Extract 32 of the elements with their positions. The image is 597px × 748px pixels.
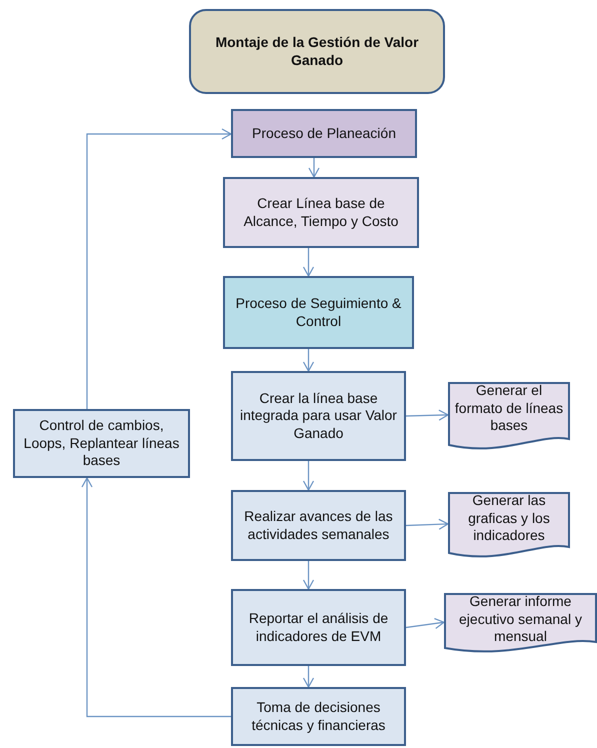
node-text: Proceso de Planeación [251,124,397,142]
arrow [302,248,314,277]
arrow [406,518,449,530]
arrow [406,618,445,630]
process-box [231,109,417,158]
arrow [302,666,314,688]
node-text: Proceso de Seguimiento & Control [234,295,402,330]
node-text: Generar las graficas y los indicadores [467,492,551,544]
node-text: Crear Línea base de Alcance, Tiempo y Costo [242,195,400,230]
arrow [86,128,232,409]
node-text: Reportar el análisis de indicadores de EVM [248,610,390,645]
arrow [302,461,314,491]
title-text: Montaje de la Gestión de Valor Ganado [214,34,420,69]
arrow [302,349,314,372]
arrow [81,477,231,718]
process-box [231,490,406,561]
arrow [406,410,449,421]
process-box [13,409,190,478]
node-text: Generar informe ejecutivo semanal y mensual [458,593,583,646]
process-box [231,589,406,666]
process-box [223,276,414,349]
process-box [231,371,406,461]
node-text: Realizar avances de las actividades semanales [243,508,394,543]
arrow [308,158,320,178]
node-text: Control de cambios, Loops, Replantear líneas bases [22,417,180,470]
node-text: Crear la línea base integrada para usar Valor Ganado [239,390,398,442]
process-box [223,177,419,248]
arrow [302,561,314,590]
process-box [231,687,406,746]
title-box [189,9,445,94]
node-text: Toma de decisiones técnicas y financieras [250,699,386,734]
node-text: Generar el formato de líneas bases [454,382,564,434]
